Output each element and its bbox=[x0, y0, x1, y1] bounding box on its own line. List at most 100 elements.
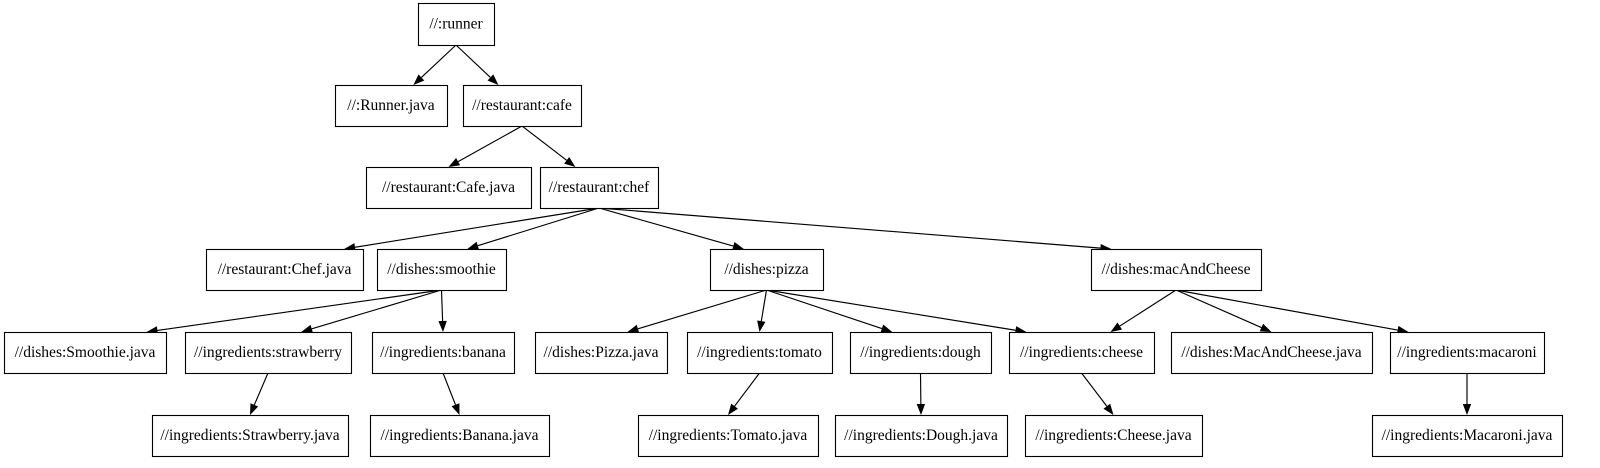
node-label: //ingredients:tomato bbox=[697, 344, 822, 361]
graph-node-restaurant-chef[interactable]: //restaurant:chef bbox=[539, 166, 660, 210]
node-rect[interactable] bbox=[371, 331, 516, 375]
graph-edge bbox=[916, 372, 926, 415]
edge-line bbox=[457, 125, 523, 163]
node-label: //dishes:pizza bbox=[724, 261, 808, 278]
node-rect[interactable] bbox=[1008, 331, 1156, 375]
edge-arrowhead-icon bbox=[448, 157, 461, 167]
graph-node-tomato-java[interactable]: //ingredients:Tomato.java bbox=[637, 414, 820, 458]
edge-arrowhead-icon bbox=[1103, 403, 1114, 415]
node-rect[interactable] bbox=[184, 331, 353, 375]
node-label: //ingredients:cheese bbox=[1020, 344, 1143, 361]
node-rect[interactable] bbox=[151, 414, 350, 458]
node-rect[interactable] bbox=[365, 166, 533, 210]
graph-edge bbox=[448, 125, 523, 167]
edge-line bbox=[253, 372, 269, 406]
edge-arrowhead-icon bbox=[301, 324, 313, 333]
edge-arrowhead-icon bbox=[451, 403, 460, 415]
edge-line bbox=[598, 207, 1101, 249]
edge-line bbox=[1119, 289, 1177, 327]
graph-node-dishes-macandcheese[interactable]: //dishes:macAndCheese bbox=[1090, 248, 1263, 292]
graph-node-ing-macaroni[interactable]: //ingredients:macaroni bbox=[1389, 331, 1546, 375]
graph-node-cafe-java[interactable]: //restaurant:Cafe.java bbox=[365, 166, 533, 210]
edge-line bbox=[637, 289, 767, 330]
graph-node-dough-java[interactable]: //ingredients:Dough.java bbox=[834, 414, 1009, 458]
node-rect[interactable] bbox=[1090, 248, 1263, 292]
node-rect[interactable] bbox=[637, 414, 820, 458]
edge-line bbox=[760, 289, 768, 322]
edge-line bbox=[440, 289, 444, 322]
node-label: //ingredients:banana bbox=[380, 344, 506, 361]
graph-node-dishes-pizza[interactable]: //dishes:pizza bbox=[709, 248, 825, 292]
node-rect[interactable] bbox=[3, 331, 168, 375]
graph-edge bbox=[455, 44, 499, 85]
node-rect[interactable] bbox=[709, 248, 825, 292]
edge-arrowhead-icon bbox=[467, 241, 480, 250]
graph-node-runner[interactable]: //:runner bbox=[417, 2, 496, 47]
graph-node-ing-cheese[interactable]: //ingredients:cheese bbox=[1008, 331, 1156, 375]
graph-edge bbox=[467, 207, 600, 250]
node-label: //ingredients:Tomato.java bbox=[649, 427, 808, 444]
edge-arrowhead-icon bbox=[880, 324, 893, 333]
graph-node-smoothie-java[interactable]: //dishes:Smoothie.java bbox=[3, 331, 168, 375]
edge-arrowhead-icon bbox=[564, 156, 576, 167]
node-rect[interactable] bbox=[849, 331, 993, 375]
graph-edge bbox=[766, 289, 1027, 335]
edge-arrowhead-icon bbox=[1462, 404, 1472, 415]
node-rect[interactable] bbox=[1024, 414, 1204, 458]
node-rect[interactable] bbox=[376, 248, 508, 292]
node-rect[interactable] bbox=[369, 414, 551, 458]
node-label: //ingredients:Strawberry.java bbox=[160, 427, 339, 444]
graph-node-ing-strawberry[interactable]: //ingredients:strawberry bbox=[184, 331, 353, 375]
node-label: //ingredients:Macaroni.java bbox=[1382, 427, 1553, 444]
node-rect[interactable] bbox=[205, 248, 365, 292]
graph-edge bbox=[766, 289, 893, 333]
node-label: //dishes:Pizza.java bbox=[544, 344, 659, 361]
node-rect[interactable] bbox=[334, 84, 449, 128]
graph-node-cheese-java[interactable]: //ingredients:Cheese.java bbox=[1024, 414, 1204, 458]
node-layer: //:runner //:Runner.java //restaurant:cafe… bbox=[3, 2, 1564, 458]
graph-node-ing-banana[interactable]: //ingredients:banana bbox=[371, 331, 516, 375]
graph-node-ing-dough[interactable]: //ingredients:dough bbox=[849, 331, 993, 375]
graph-node-macandcheese-java[interactable]: //dishes:MacAndCheese.java bbox=[1170, 331, 1374, 375]
graph-node-pizza-java[interactable]: //dishes:Pizza.java bbox=[534, 331, 669, 375]
node-rect[interactable] bbox=[1389, 331, 1546, 375]
node-label: //:runner bbox=[429, 16, 483, 33]
graph-edge bbox=[757, 289, 768, 332]
graph-node-runner-java[interactable]: //:Runner.java bbox=[334, 84, 449, 128]
graph-node-strawberry-java[interactable]: //ingredients:Strawberry.java bbox=[151, 414, 350, 458]
node-label: //restaurant:Chef.java bbox=[218, 261, 352, 278]
node-rect[interactable] bbox=[834, 414, 1009, 458]
node-rect[interactable] bbox=[417, 2, 496, 47]
graph-node-chef-java[interactable]: //restaurant:Chef.java bbox=[205, 248, 365, 292]
node-label: //ingredients:Dough.java bbox=[844, 427, 998, 444]
node-rect[interactable] bbox=[539, 166, 660, 210]
edge-line bbox=[442, 372, 457, 405]
graph-node-restaurant-cafe[interactable]: //restaurant:cafe bbox=[462, 84, 583, 128]
graph-edge bbox=[627, 289, 767, 333]
graph-edge bbox=[1081, 372, 1114, 415]
graph-edge bbox=[1462, 373, 1472, 415]
node-label: //:Runner.java bbox=[347, 97, 435, 114]
node-rect[interactable] bbox=[1170, 331, 1374, 375]
node-rect[interactable] bbox=[462, 84, 583, 128]
node-label: //ingredients:Cheese.java bbox=[1035, 427, 1191, 444]
node-rect[interactable] bbox=[534, 331, 669, 375]
graph-node-macaroni-java[interactable]: //ingredients:Macaroni.java bbox=[1371, 414, 1564, 458]
edge-arrowhead-icon bbox=[728, 403, 738, 415]
graph-node-ing-tomato[interactable]: //ingredients:tomato bbox=[686, 331, 834, 375]
graph-edge bbox=[438, 289, 447, 332]
graph-node-dishes-smoothie[interactable]: //dishes:smoothie bbox=[376, 248, 508, 292]
node-label: //dishes:Smoothie.java bbox=[15, 344, 156, 361]
graph-edge bbox=[728, 372, 760, 415]
node-rect[interactable] bbox=[686, 331, 834, 375]
graph-edge bbox=[146, 289, 442, 335]
graph-node-banana-java[interactable]: //ingredients:Banana.java bbox=[369, 414, 551, 458]
edge-line bbox=[598, 207, 734, 247]
node-label: //ingredients:Banana.java bbox=[381, 427, 539, 444]
edge-arrowhead-icon bbox=[250, 403, 259, 415]
node-rect[interactable] bbox=[1371, 414, 1564, 458]
edge-line bbox=[1175, 289, 1262, 329]
edge-line bbox=[157, 289, 442, 332]
edge-line bbox=[766, 289, 1016, 331]
